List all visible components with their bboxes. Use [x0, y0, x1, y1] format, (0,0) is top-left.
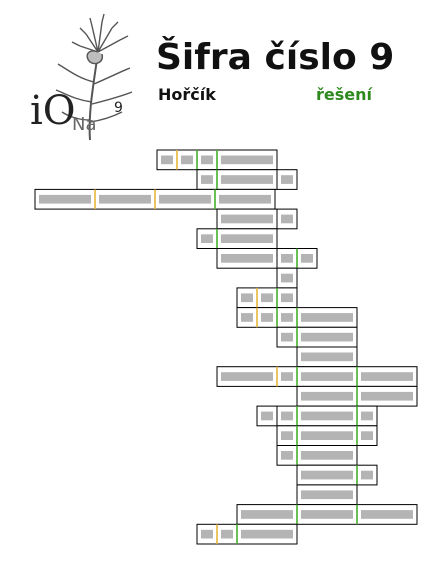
grid-cell — [301, 490, 353, 500]
grid-cell — [241, 313, 253, 322]
grid-cell — [281, 214, 293, 224]
grid-cell — [361, 470, 373, 480]
grid-cell — [361, 372, 413, 381]
grid-row — [276, 326, 358, 348]
grid-cell — [161, 155, 173, 165]
grid-row — [196, 169, 298, 190]
grid-cell — [281, 313, 293, 322]
svg-text:Na: Na — [72, 114, 97, 135]
grid-row — [276, 445, 358, 466]
grid-cell — [221, 214, 273, 224]
grid-row — [236, 307, 358, 328]
grid-cell — [281, 451, 293, 460]
grid-cell — [301, 254, 313, 263]
grid-cell — [221, 234, 273, 243]
grid-cell — [301, 431, 353, 440]
grid-row — [296, 346, 358, 368]
grid-cell — [281, 332, 293, 342]
grid-cell — [281, 431, 293, 440]
io-mark: iO Na 9 — [30, 88, 123, 135]
grid-cell — [221, 175, 273, 184]
grid-cell — [201, 155, 213, 165]
grid-cell — [301, 372, 353, 381]
grid-row — [216, 208, 298, 230]
grid-cell — [301, 352, 353, 362]
svg-text:iO: iO — [30, 88, 76, 134]
grid-cell — [301, 510, 353, 519]
grid-cell — [301, 313, 353, 322]
grid-cell — [361, 411, 373, 421]
grid-cell — [221, 254, 273, 263]
page-title: Šifra číslo 9 — [156, 37, 395, 78]
grid-row — [296, 464, 378, 486]
grid-row — [34, 188, 276, 210]
grid-cell — [301, 332, 353, 342]
grid-cell — [281, 411, 293, 421]
grid-cell — [201, 175, 213, 184]
grid-cell — [301, 451, 353, 460]
grid-cell — [361, 391, 413, 401]
grid-cell — [241, 510, 293, 519]
grid-cell — [281, 175, 293, 184]
grid-cell — [201, 529, 213, 539]
grid-cell — [301, 411, 353, 421]
grid-cell — [361, 510, 413, 519]
grid-cell — [301, 391, 353, 401]
grid-cell — [221, 529, 233, 539]
flower-icon — [55, 13, 133, 141]
grid-row — [296, 484, 358, 506]
grid-row — [276, 267, 298, 289]
grid-cell — [221, 372, 273, 381]
grid-cell — [261, 411, 273, 421]
grid-cell — [261, 313, 273, 322]
grid-cell — [39, 194, 91, 204]
grid-row — [216, 366, 418, 387]
grid-row — [196, 523, 298, 545]
grid-cell — [201, 234, 213, 243]
grid-cell — [241, 529, 293, 539]
grid-cell — [181, 155, 193, 165]
svg-text:9: 9 — [114, 100, 123, 116]
grid-cell — [281, 273, 293, 283]
grid-row — [276, 425, 378, 446]
grid-row — [236, 287, 298, 309]
io-logo: iO Na 9 — [30, 13, 133, 141]
grid-cell — [301, 470, 353, 480]
solution-label: řešení — [316, 85, 372, 104]
grid-cell — [219, 194, 271, 204]
grid-cell — [281, 372, 293, 381]
grid-cell — [241, 293, 253, 303]
puzzle-subtitle: Hořčík — [158, 85, 216, 104]
grid-row — [216, 248, 318, 269]
grid-row — [256, 405, 378, 427]
grid-row — [156, 149, 278, 171]
grid-row — [196, 228, 278, 250]
grid-cell — [159, 194, 211, 204]
grid-cell — [281, 293, 293, 303]
grid-cell — [261, 293, 273, 303]
grid-cell — [361, 431, 373, 440]
grid-cell — [281, 254, 293, 263]
grid-row — [236, 504, 418, 525]
grid-cell — [221, 155, 273, 165]
grid-row — [296, 385, 418, 407]
grid-cell — [99, 194, 151, 204]
